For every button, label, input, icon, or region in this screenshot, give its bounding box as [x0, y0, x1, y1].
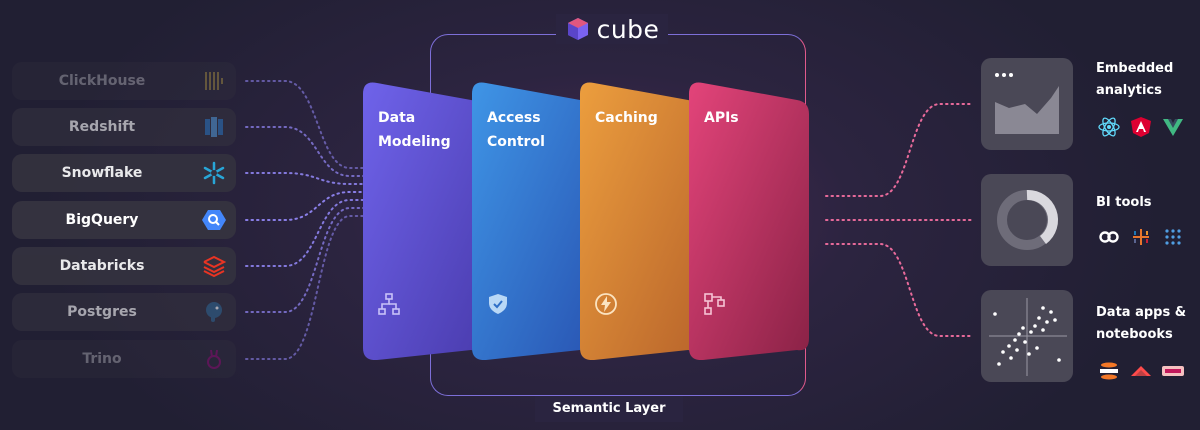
- postgres-icon: [202, 300, 226, 324]
- output-title: Embedded analytics: [1096, 61, 1174, 98]
- output-connector: [825, 243, 973, 337]
- snowflake-icon: [202, 161, 226, 185]
- layer-title: Access Control: [487, 110, 545, 150]
- source-label: ClickHouse: [58, 73, 146, 89]
- react-icon: [1098, 116, 1120, 138]
- hierarchy-icon: [377, 292, 401, 316]
- source-label: Redshift: [68, 119, 136, 135]
- trino-icon: [202, 347, 226, 371]
- source-label: Databricks: [59, 258, 145, 274]
- source-connector: [245, 126, 373, 177]
- streamlit-icon: [1130, 360, 1152, 382]
- vue-icon: [1162, 116, 1184, 138]
- source-clickhouse: ClickHouse: [12, 62, 236, 100]
- source-label: BigQuery: [65, 212, 139, 228]
- cube-logo-icon: [567, 18, 588, 40]
- source-connector: [245, 215, 373, 360]
- source-label: Trino: [82, 351, 122, 367]
- angular-icon: [1130, 116, 1152, 138]
- panel-shape: [363, 82, 483, 360]
- source-redshift: Redshift: [12, 108, 236, 146]
- area-chart-icon: [995, 73, 1059, 134]
- semantic-layer-label: Semantic Layer: [535, 396, 683, 422]
- databricks-icon: [202, 254, 227, 278]
- panel-shape: [689, 82, 809, 360]
- clickhouse-icon: [202, 69, 226, 93]
- api-nodes-icon: [703, 292, 727, 316]
- hex-icon: [1162, 360, 1184, 382]
- shield-check-icon: [486, 292, 510, 316]
- panel-shape: [580, 82, 700, 360]
- source-label: Postgres: [67, 304, 137, 320]
- layer-title: Data Modeling: [378, 110, 451, 150]
- layer-data-modeling: Data Modeling: [363, 80, 483, 360]
- bigquery-icon: [202, 208, 226, 232]
- source-databricks: Databricks: [12, 247, 236, 285]
- cube-logo: cube: [556, 14, 668, 44]
- source-bigquery: BigQuery: [12, 201, 236, 239]
- source-connector: [245, 199, 373, 267]
- panel-shape: [472, 82, 592, 360]
- lightning-icon: [594, 292, 618, 316]
- brand-name: cube: [596, 14, 660, 44]
- looker-icon: [1098, 226, 1120, 248]
- embedded-analytics-card: [981, 58, 1073, 150]
- source-connector: [245, 191, 373, 221]
- layer-access-control: Access Control: [472, 80, 592, 360]
- layer-apis: APIs: [689, 80, 809, 360]
- data-apps-card: [981, 290, 1073, 382]
- source-trino: Trino: [12, 340, 236, 378]
- source-postgres: Postgres: [12, 293, 236, 331]
- source-connector: [245, 207, 373, 313]
- output-title: Data apps & notebooks: [1096, 305, 1187, 342]
- layer-title: Caching: [595, 110, 658, 126]
- layer-title: APIs: [704, 110, 739, 126]
- source-snowflake: Snowflake: [12, 154, 236, 192]
- source-connector: [245, 172, 373, 185]
- tableau-icon: [1130, 226, 1152, 248]
- source-connector: [245, 80, 373, 169]
- redshift-icon: [202, 115, 226, 139]
- metabase-icon: [1162, 226, 1184, 248]
- scatter-plot-icon: [989, 298, 1067, 376]
- output-connector: [825, 103, 973, 197]
- source-label: Snowflake: [61, 165, 143, 181]
- layer-caching: Caching: [580, 80, 700, 360]
- output-title: BI tools: [1096, 195, 1152, 210]
- bi-tools-card: [981, 174, 1073, 266]
- jupyter-icon: [1098, 360, 1120, 382]
- donut-chart-icon: [997, 190, 1059, 250]
